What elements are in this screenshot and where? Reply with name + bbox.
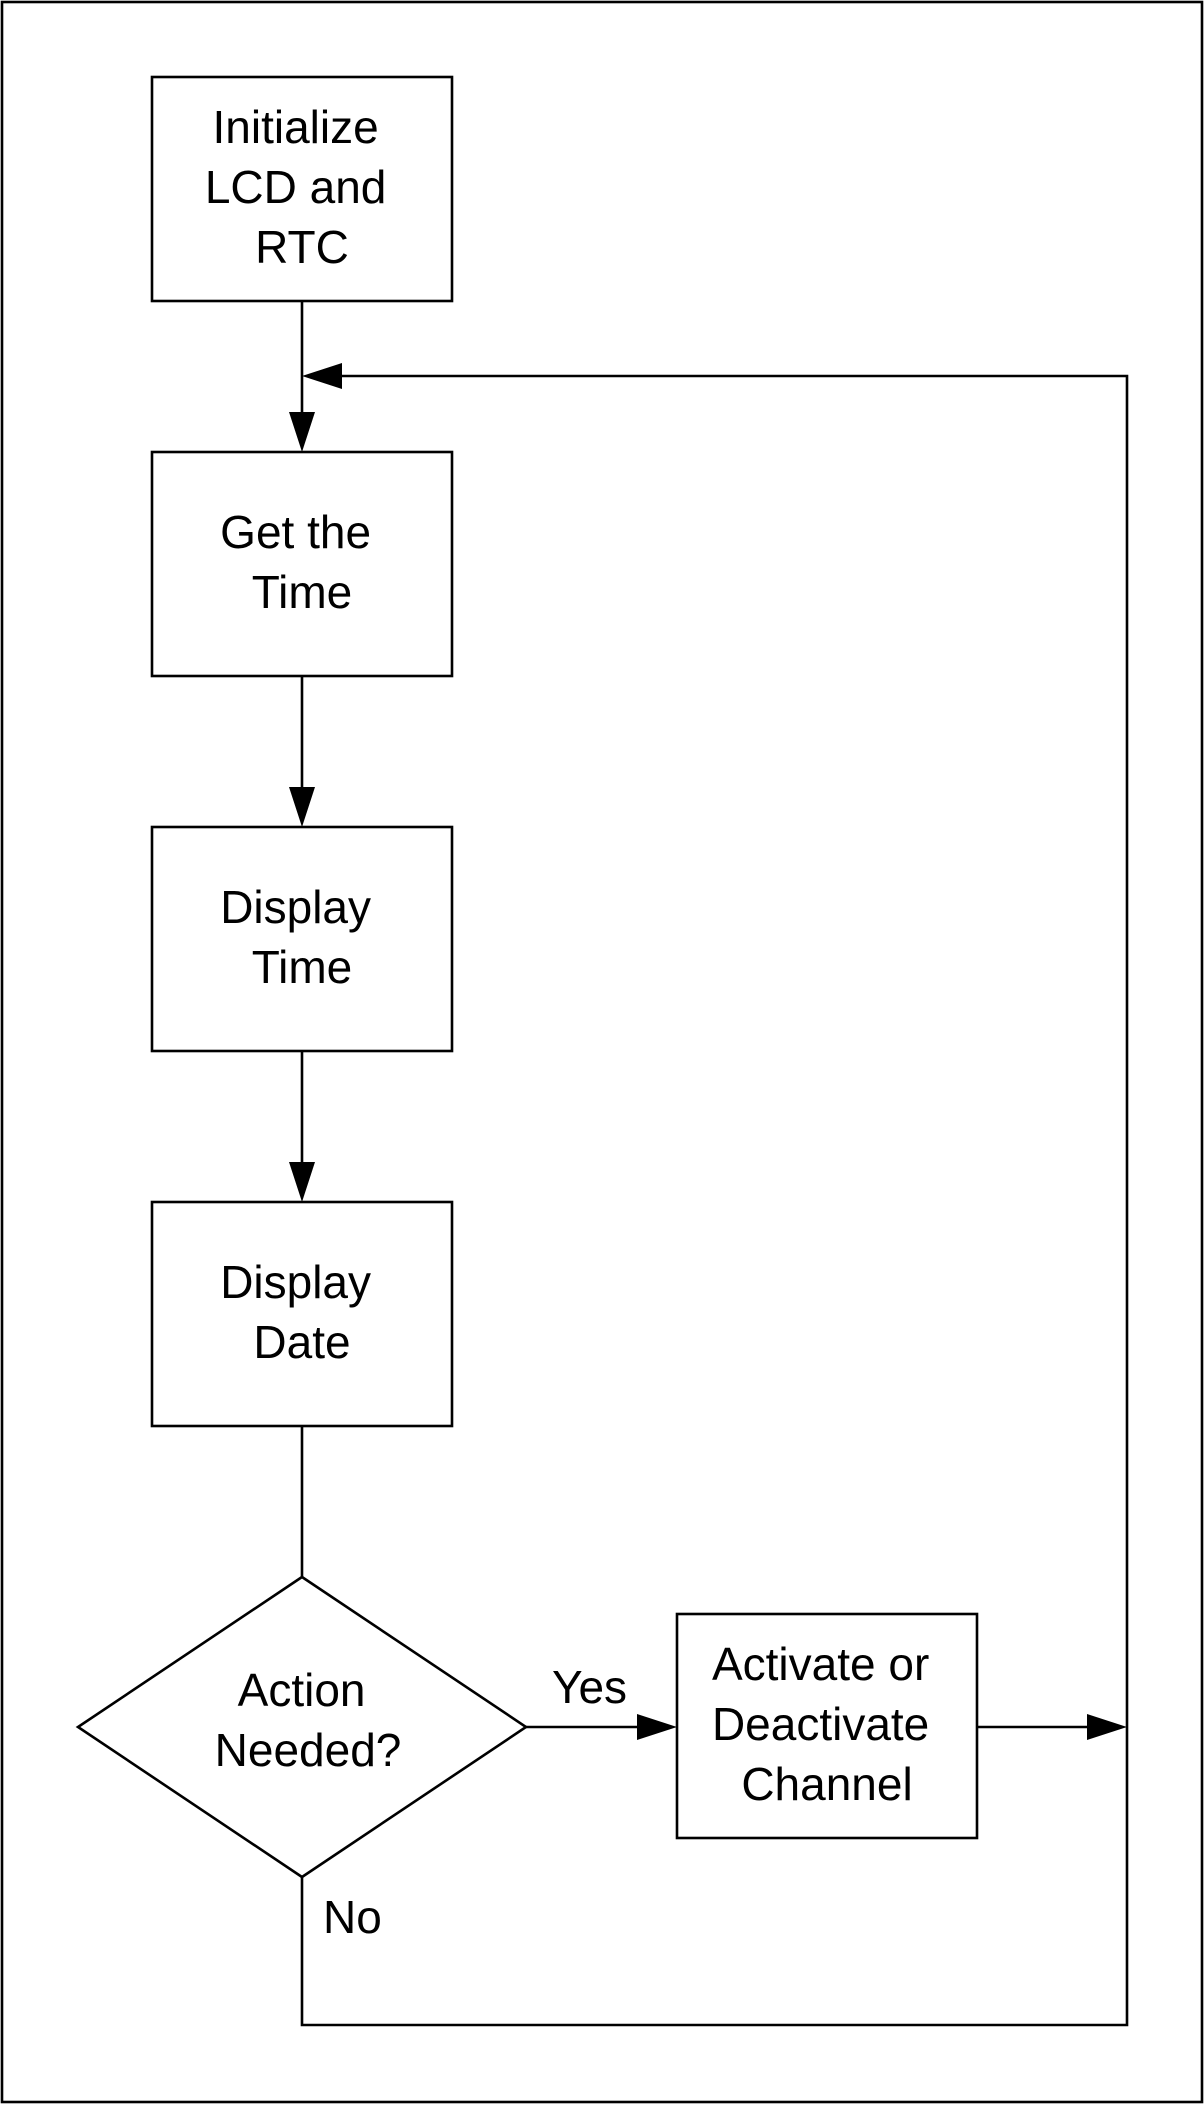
display-time-label: Display Time bbox=[220, 881, 384, 993]
activate-label-line-2: Deactivate bbox=[712, 1698, 929, 1750]
display-date-label: Display Date bbox=[220, 1256, 384, 1368]
display-date-box bbox=[150, 1200, 454, 1428]
init-label-line-2: LCD and bbox=[205, 161, 387, 213]
arrowhead-into-activate bbox=[637, 1714, 677, 1740]
get-time-box bbox=[150, 450, 454, 678]
display-date-label-line-1: Display bbox=[220, 1256, 371, 1308]
arrowhead-loop-into-main bbox=[302, 363, 342, 389]
activate-label-line-3: Channel bbox=[741, 1758, 912, 1810]
get-time-label-line-2: Time bbox=[252, 566, 353, 618]
display-date-label-line-2: Date bbox=[253, 1316, 350, 1368]
activate-label-line-1: Activate or bbox=[712, 1638, 929, 1690]
display-time-label-line-1: Display bbox=[220, 881, 371, 933]
connector-no-loop-back bbox=[300, 374, 1129, 2027]
activate-box bbox=[675, 1612, 979, 1840]
arrowhead-into-display-date bbox=[289, 1162, 315, 1202]
init-label-line-3: RTC bbox=[255, 221, 349, 273]
get-time-label-line-1: Get the bbox=[220, 506, 371, 558]
init-label: Initialize LCD and RTC bbox=[205, 101, 399, 273]
arrowhead-into-loop-line bbox=[1087, 1714, 1127, 1740]
arrowhead-into-get-time bbox=[289, 412, 315, 452]
no-label: No bbox=[323, 1891, 382, 1943]
init-label-line-1: Initialize bbox=[213, 101, 379, 153]
decision-label-line-1: Action bbox=[238, 1664, 366, 1716]
display-time-box bbox=[150, 825, 454, 1053]
yes-label: Yes bbox=[552, 1661, 627, 1713]
decision-label: Action Needed? bbox=[215, 1664, 402, 1776]
init-box bbox=[150, 75, 454, 303]
decision-label-line-2: Needed? bbox=[215, 1724, 402, 1776]
get-time-label: Get the Time bbox=[220, 506, 384, 618]
arrowhead-into-display-time bbox=[289, 787, 315, 827]
activate-label: Activate or Deactivate Channel bbox=[712, 1638, 942, 1810]
display-time-label-line-2: Time bbox=[252, 941, 353, 993]
